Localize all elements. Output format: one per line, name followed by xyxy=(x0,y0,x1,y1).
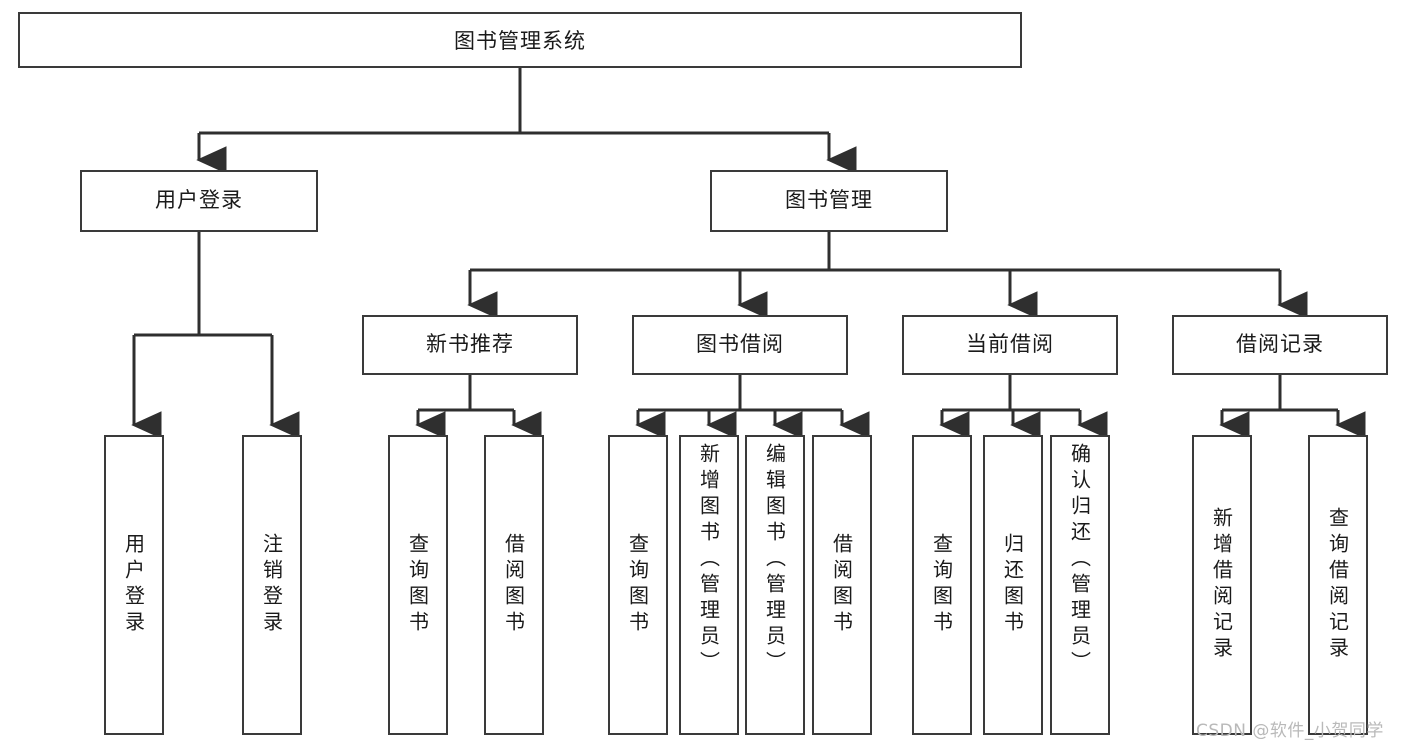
node-leaf-add-borrow-record[interactable]: 新增借阅记录 xyxy=(1192,435,1252,735)
node-new-book-recommend[interactable]: 新书推荐 xyxy=(362,315,578,375)
node-borrow-record[interactable]: 借阅记录 xyxy=(1172,315,1388,375)
csdn-watermark: CSDN @软件_小贺同学 xyxy=(1196,721,1384,741)
node-leaf-query-book-recommend[interactable]: 查询图书 xyxy=(388,435,448,735)
node-leaf-logout[interactable]: 注销登录 xyxy=(242,435,302,735)
node-leaf-return-book[interactable]: 归还图书 xyxy=(983,435,1043,735)
node-leaf-borrow-book[interactable]: 借阅图书 xyxy=(812,435,872,735)
node-current-borrow[interactable]: 当前借阅 xyxy=(902,315,1118,375)
node-leaf-borrow-book-recommend[interactable]: 借阅图书 xyxy=(484,435,544,735)
node-leaf-edit-book-admin[interactable]: 编辑图书（管理员） xyxy=(745,435,805,735)
node-leaf-add-book-admin[interactable]: 新增图书（管理员） xyxy=(679,435,739,735)
node-leaf-confirm-return-admin[interactable]: 确认归还（管理员） xyxy=(1050,435,1110,735)
node-leaf-user-login[interactable]: 用户登录 xyxy=(104,435,164,735)
node-book-manage[interactable]: 图书管理 xyxy=(710,170,948,232)
node-leaf-query-book-current[interactable]: 查询图书 xyxy=(912,435,972,735)
node-book-borrow[interactable]: 图书借阅 xyxy=(632,315,848,375)
node-root[interactable]: 图书管理系统 xyxy=(18,12,1022,68)
node-leaf-query-borrow-record[interactable]: 查询借阅记录 xyxy=(1308,435,1368,735)
node-user-login[interactable]: 用户登录 xyxy=(80,170,318,232)
node-leaf-query-book-borrow[interactable]: 查询图书 xyxy=(608,435,668,735)
